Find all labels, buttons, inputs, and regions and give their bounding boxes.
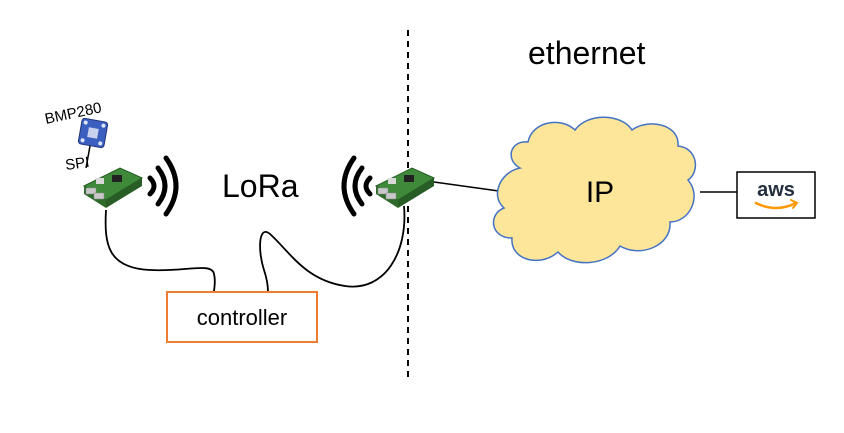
bus-label: SPI — [64, 154, 90, 174]
cloud-icon: IP — [492, 116, 697, 264]
network-label: IP — [586, 176, 614, 209]
lora-label: LoRa — [222, 168, 299, 204]
ethernet-link-pi-to-cloud — [433, 181, 507, 193]
raspberry-pi-board-icon — [374, 167, 436, 208]
cable-left-pi-to-controller — [104, 209, 216, 293]
cable-right-pi-to-controller — [259, 205, 406, 293]
cloud-provider-label: aws — [757, 179, 795, 201]
controller-box — [166, 291, 318, 343]
wireless-signal-icon — [341, 155, 373, 217]
raspberry-pi-board-icon — [82, 167, 144, 208]
wireless-signal-icon — [147, 155, 179, 217]
ethernet-label: ethernet — [528, 35, 646, 71]
aws-logo-icon: aws — [736, 171, 816, 219]
bmp280-sensor-icon — [77, 117, 109, 149]
spi-connection — [85, 145, 91, 169]
controller-label: controller — [197, 305, 287, 330]
